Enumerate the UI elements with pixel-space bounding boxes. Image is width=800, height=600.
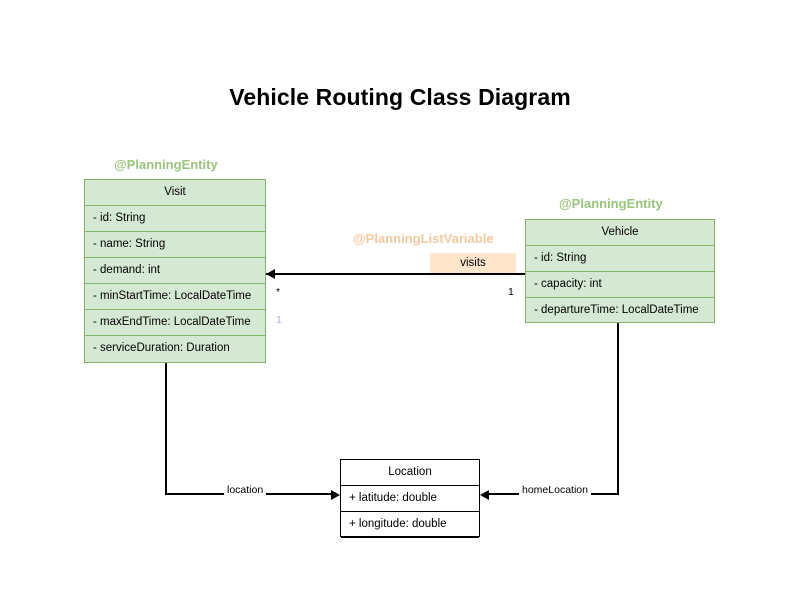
multiplicity-extra: 1 <box>276 314 282 326</box>
class-name-vehicle: Vehicle <box>526 220 714 246</box>
multiplicity-visit-side: * <box>276 286 281 298</box>
class-attribute: - maxEndTime: LocalDateTime <box>85 310 265 336</box>
class-attribute: + latitude: double <box>341 486 479 512</box>
arrowhead-home-location <box>480 490 489 500</box>
class-name-visit: Visit <box>85 180 265 206</box>
vehicle-stereotype: @PlanningEntity <box>559 196 663 211</box>
class-box-vehicle[interactable]: Vehicle - id: String - capacity: int - d… <box>525 219 715 323</box>
class-attribute: + longitude: double <box>341 512 479 538</box>
multiplicity-vehicle-side: 1 <box>508 286 514 298</box>
class-attribute: - id: String <box>85 206 265 232</box>
page-title: Vehicle Routing Class Diagram <box>229 84 571 110</box>
class-attribute: - demand: int <box>85 258 265 284</box>
edge-vehicle-location-vertical[interactable] <box>617 323 619 495</box>
arrowhead-visits <box>266 269 275 279</box>
class-attribute: - id: String <box>526 246 714 272</box>
class-attribute: - serviceDuration: Duration <box>93 342 230 354</box>
class-attribute: - capacity: int <box>526 272 714 298</box>
visit-stereotype: @PlanningEntity <box>114 157 218 172</box>
class-attribute: - minStartTime: LocalDateTime <box>85 284 265 310</box>
class-box-location[interactable]: Location + latitude: double + longitude:… <box>340 459 480 538</box>
association-label-home-location: homeLocation <box>519 484 591 496</box>
arrowhead-location <box>331 490 340 500</box>
class-attribute: - departureTime: LocalDateTime <box>534 304 699 316</box>
class-box-visit[interactable]: Visit - id: String - name: String - dema… <box>84 179 266 363</box>
edge-vehicle-visits[interactable] <box>266 273 525 275</box>
class-name-location: Location <box>341 460 479 486</box>
association-label-visits: visits <box>430 253 516 273</box>
visits-stereotype: @PlanningListVariable <box>353 231 494 246</box>
association-label-location: location <box>224 484 267 496</box>
edge-visit-location-vertical[interactable] <box>165 363 167 495</box>
class-attribute: - name: String <box>85 232 265 258</box>
